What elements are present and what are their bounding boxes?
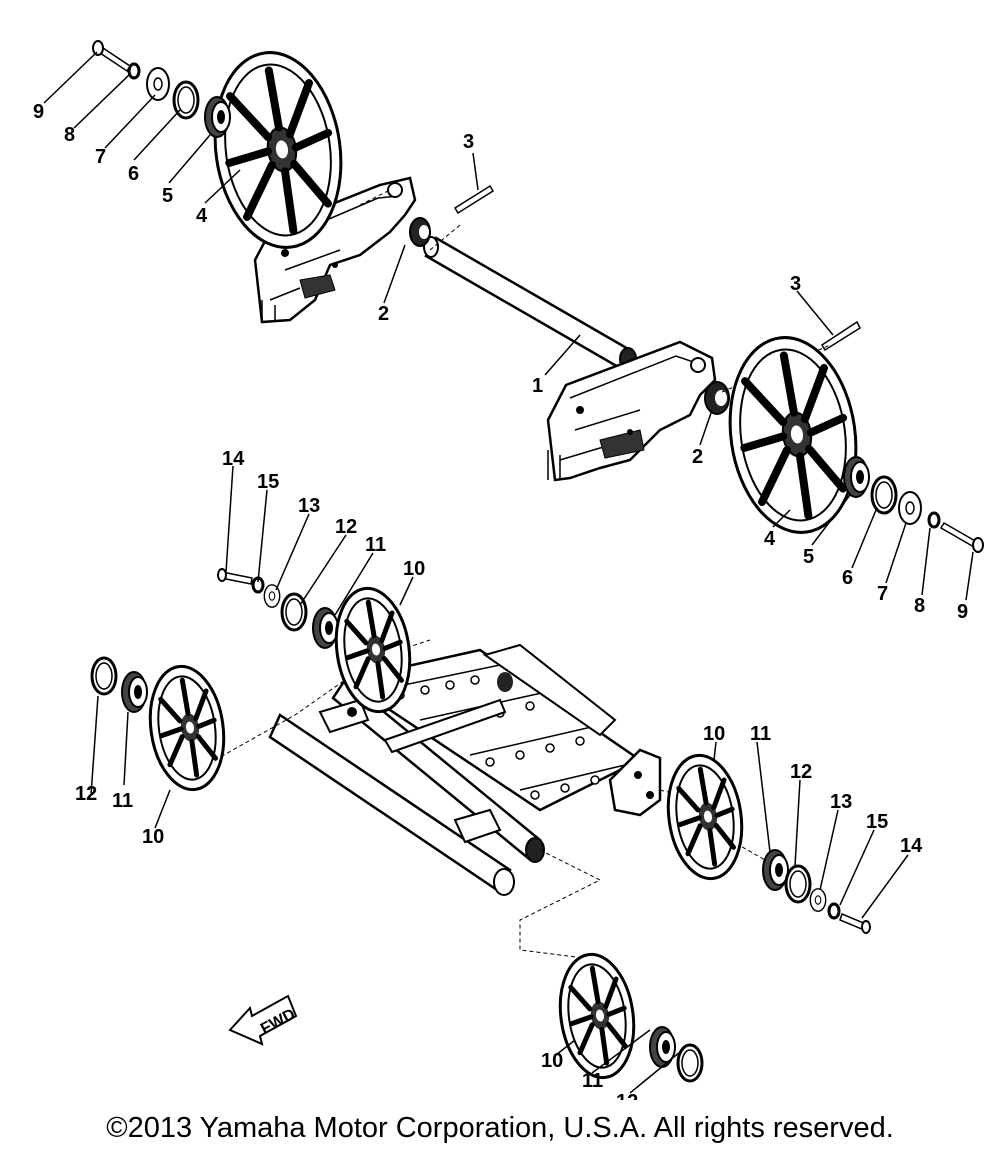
callout-10: 10 xyxy=(703,723,725,745)
callout-9: 9 xyxy=(957,601,968,623)
callout-9: 9 xyxy=(33,101,44,123)
callout-10: 10 xyxy=(142,826,164,848)
bottom-wheel-stack xyxy=(553,950,704,1083)
leader-lines xyxy=(43,51,974,1094)
washer-lower-right xyxy=(809,888,827,912)
callout-11: 11 xyxy=(112,790,133,812)
callout-4: 4 xyxy=(764,528,776,550)
axle-tube xyxy=(423,236,637,371)
left-axle-bracket xyxy=(253,176,417,324)
exploded-parts-diagram: FWD xyxy=(33,40,984,1100)
callout-7: 7 xyxy=(95,146,106,168)
callout-10: 10 xyxy=(541,1050,563,1072)
idler-wheel-lower-right xyxy=(661,751,750,884)
callout-11: 11 xyxy=(582,1070,603,1092)
callout-5: 5 xyxy=(803,546,814,568)
callout-12: 12 xyxy=(616,1091,638,1100)
callout-10: 10 xyxy=(403,558,425,580)
callout-2: 2 xyxy=(692,446,703,468)
bolt-upper-left xyxy=(92,40,132,73)
right-axle-bracket xyxy=(546,340,717,482)
pin-left xyxy=(453,184,495,215)
bearing-upper-left xyxy=(204,96,231,138)
idler-wheel-bottom xyxy=(553,950,642,1083)
center-idler-wheel-stack xyxy=(217,568,417,716)
bolt-upper-right xyxy=(939,521,984,553)
snap-ring-upper-right xyxy=(870,475,898,515)
callout-13: 13 xyxy=(298,495,320,517)
bolt-center xyxy=(217,568,253,585)
callout-8: 8 xyxy=(914,595,925,617)
callout-13: 13 xyxy=(830,791,852,813)
washer-upper-left xyxy=(146,67,170,101)
bearing-lower-right xyxy=(762,849,789,891)
snap-ring-lower-left xyxy=(90,656,118,696)
washer-upper-right xyxy=(898,491,922,525)
callout-labels: 9 8 7 6 5 4 3 2 1 3 2 4 5 6 7 8 9 14 15 … xyxy=(33,101,968,1100)
callout-5: 5 xyxy=(162,185,173,207)
callout-7: 7 xyxy=(877,583,888,605)
callout-4: 4 xyxy=(196,205,208,227)
bearing-bottom xyxy=(649,1026,676,1068)
copyright-notice: ©2013 Yamaha Motor Corporation, U.S.A. A… xyxy=(106,1112,894,1144)
callout-6: 6 xyxy=(128,163,139,185)
bushing-left xyxy=(409,217,431,247)
callout-2: 2 xyxy=(378,303,389,325)
lock-washer-lower-right xyxy=(827,902,841,920)
bushing-right xyxy=(704,381,730,415)
bearing-center xyxy=(312,607,339,649)
pin-right xyxy=(820,320,861,352)
callout-14: 14 xyxy=(222,448,245,470)
callout-11: 11 xyxy=(750,723,771,745)
lower-slide-frame xyxy=(214,639,766,961)
snap-ring-lower-right xyxy=(784,864,812,904)
bearing-upper-right xyxy=(843,456,870,498)
lock-washer-upper-right xyxy=(927,511,941,529)
callout-8: 8 xyxy=(64,124,75,146)
snap-ring-bottom xyxy=(676,1043,704,1083)
callout-6: 6 xyxy=(842,567,853,589)
upper-right-wheel-stack xyxy=(718,329,984,553)
callout-12: 12 xyxy=(790,761,812,783)
lower-left-wheel-stack xyxy=(90,656,232,795)
callout-3: 3 xyxy=(790,273,801,295)
callout-1: 1 xyxy=(532,375,543,397)
callout-12: 12 xyxy=(335,516,357,538)
callout-15: 15 xyxy=(866,811,888,833)
idler-wheel-lower-left xyxy=(143,662,232,795)
callout-14: 14 xyxy=(900,835,923,857)
fwd-arrow: FWD xyxy=(228,994,298,1046)
callout-12: 12 xyxy=(75,783,97,805)
upper-left-wheel-stack xyxy=(92,40,353,256)
lower-right-wheel-stack xyxy=(661,751,871,934)
callout-15: 15 xyxy=(257,471,279,493)
idler-wheel-upper-right xyxy=(718,329,868,540)
upper-axle-assembly xyxy=(253,169,861,482)
callout-11: 11 xyxy=(365,534,386,556)
callout-3: 3 xyxy=(463,131,474,153)
bolt-lower-right xyxy=(839,912,871,934)
bearing-lower-left xyxy=(121,671,148,713)
snap-ring-center xyxy=(280,592,308,632)
